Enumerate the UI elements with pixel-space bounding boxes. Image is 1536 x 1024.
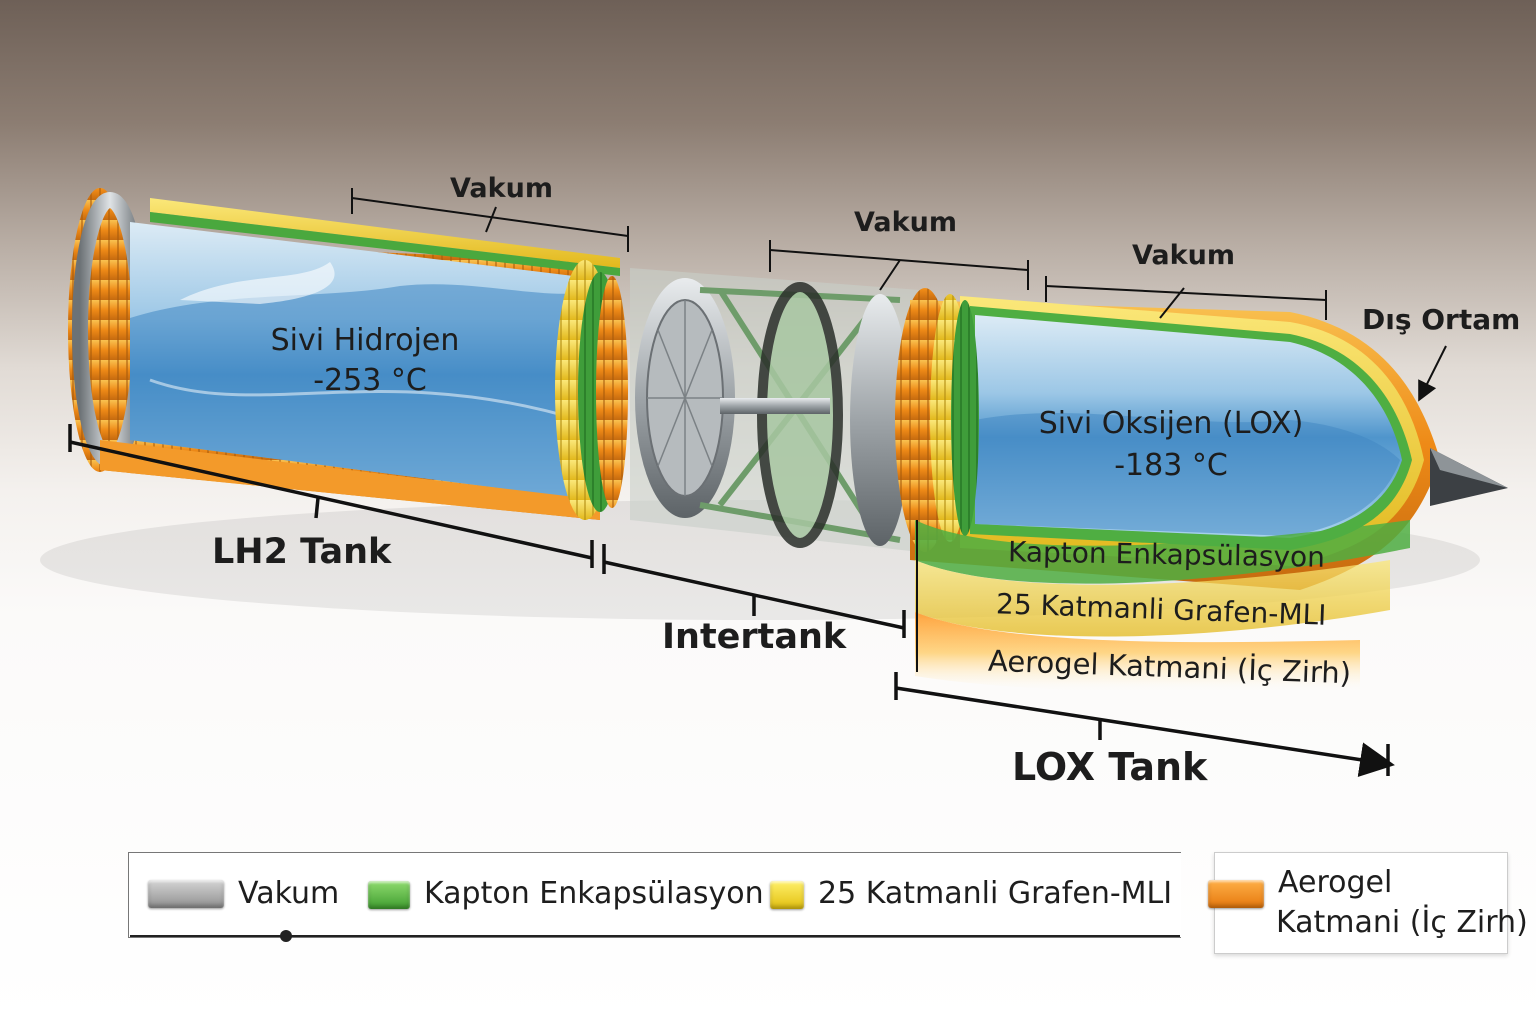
intertank [630, 268, 920, 552]
legend-label-vakum: Vakum [238, 876, 339, 911]
legend-swatch-kapton [368, 881, 410, 909]
legend-dot [280, 930, 292, 942]
intertank-section-label: Intertank [662, 617, 846, 657]
legend-swatch-vakum [148, 880, 224, 908]
vakum-label-intertank: Vakum [854, 207, 957, 238]
legend-label-aerogel-line2: Katmani (İç Zirh) [1276, 905, 1528, 940]
lox-tank [895, 288, 1508, 694]
legend-label-mli: 25 Katmanli Grafen-MLI [818, 876, 1172, 911]
legend-label-aerogel-line1: Aerogel [1278, 865, 1392, 900]
legend-label-kapton: Kapton Enkapsülasyon [424, 876, 764, 911]
lox-temp-label: -183 °C [1106, 448, 1236, 483]
lox-fluid-label: Sivi Oksijen (LOX) [1036, 406, 1306, 441]
legend-swatch-aerogel [1208, 880, 1264, 908]
vakum-label-lh2: Vakum [450, 173, 553, 204]
kapton-layer-label: Kapton Enkapsülasyon [1008, 535, 1325, 574]
lh2-temp-label: -253 °C [300, 363, 440, 398]
lh2-tank-section-label: LH2 Tank [212, 532, 391, 572]
legend-swatch-mli [770, 881, 804, 909]
dis-ortam-label: Dış Ortam [1362, 303, 1520, 336]
vakum-label-lox: Vakum [1132, 240, 1235, 271]
lox-tank-section-label: LOX Tank [1012, 745, 1207, 789]
lh2-fluid-label: Sivi Hidrojen [270, 323, 460, 358]
